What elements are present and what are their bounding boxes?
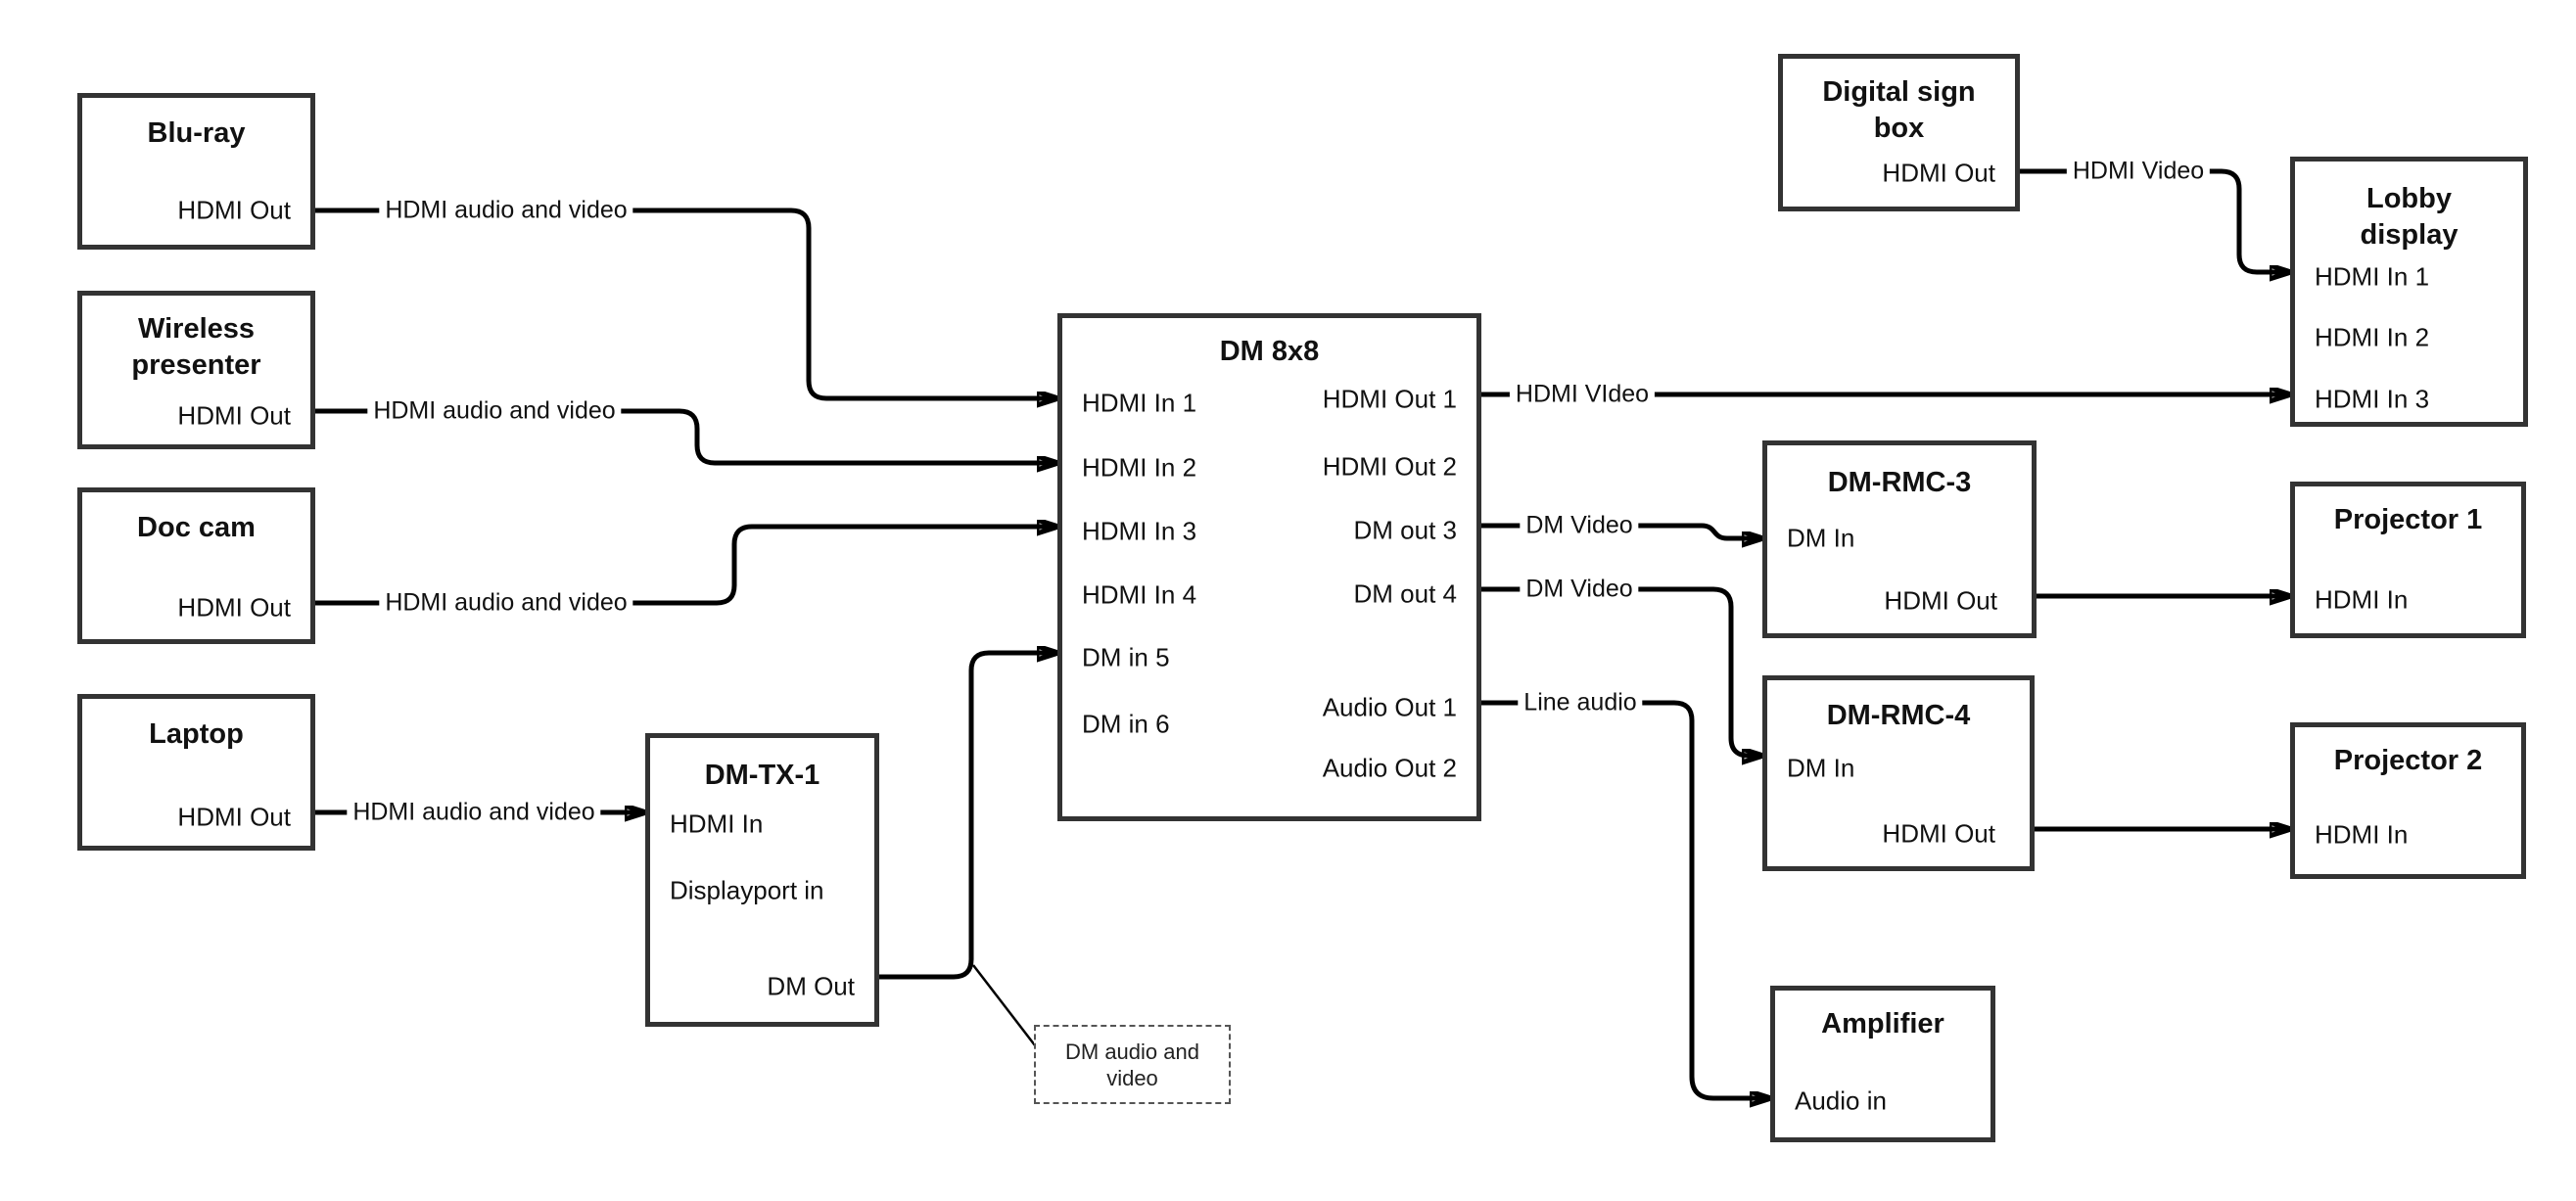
port-hdmi-in-2: HDMI In 2 xyxy=(2315,322,2430,352)
wire-doccam-to-dm8x8-in3 xyxy=(315,527,1057,606)
wire-label-hdmi-audio-video-bluray: HDMI audio and video xyxy=(379,196,633,225)
node-title: Projector 2 xyxy=(2295,743,2521,779)
node-blu-ray: Blu-ray HDMI Out xyxy=(77,93,315,250)
node-title: Doc cam xyxy=(82,510,310,546)
wire-bluray-to-dm8x8-in1 xyxy=(315,208,1057,398)
port-dm-in: DM In xyxy=(1787,523,1855,553)
wire-label-dm-video-out4: DM Video xyxy=(1520,575,1639,604)
port-displayport-in: Displayport in xyxy=(670,875,824,905)
node-dm-rmc-3: DM-RMC-3 DM In HDMI Out xyxy=(1762,440,2037,638)
node-title: Lobby display xyxy=(2295,181,2523,254)
port-hdmi-in-4: HDMI In 4 xyxy=(1082,579,1197,610)
wire-dmout4-to-rmc4 xyxy=(1481,586,1762,756)
node-title-line: Lobby xyxy=(2366,183,2452,214)
node-title-line: Doc cam xyxy=(137,512,256,543)
node-laptop: Laptop HDMI Out xyxy=(77,694,315,851)
node-title: Projector 1 xyxy=(2295,502,2521,538)
port-hdmi-in: HDMI In xyxy=(2315,584,2409,615)
node-dm-8x8: DM 8x8 HDMI In 1 HDMI In 2 HDMI In 3 HDM… xyxy=(1057,313,1481,821)
port-audio-out-2: Audio Out 2 xyxy=(1322,753,1457,783)
node-title-line: display xyxy=(2360,219,2459,251)
port-hdmi-out: HDMI Out xyxy=(1882,158,1995,188)
port-dm-out-3: DM out 3 xyxy=(1353,515,1458,545)
node-projector-2: Projector 2 HDMI In xyxy=(2290,722,2526,879)
node-dm-tx-1: DM-TX-1 HDMI In Displayport in DM Out xyxy=(645,733,879,1027)
wire-label-hdmi-audio-video-laptop: HDMI audio and video xyxy=(347,798,601,827)
node-title: Blu-ray xyxy=(82,115,310,152)
port-dm-out-4: DM out 4 xyxy=(1353,578,1458,609)
node-title-line: DM-TX-1 xyxy=(704,760,820,791)
node-title: Digital sign box xyxy=(1783,74,2015,147)
node-title-line: Amplifier xyxy=(1821,1008,1944,1039)
port-audio-in: Audio in xyxy=(1795,1086,1887,1116)
node-title: DM-RMC-3 xyxy=(1767,465,2032,501)
port-hdmi-out: HDMI Out xyxy=(177,195,291,225)
note-line: video xyxy=(1106,1065,1158,1090)
node-title: Laptop xyxy=(82,716,310,753)
node-amplifier: Amplifier Audio in xyxy=(1770,986,1995,1142)
wire-sign-to-lobby-in1 xyxy=(2020,168,2290,272)
node-title-line: DM-RMC-3 xyxy=(1827,467,1972,498)
port-dm-in-6: DM in 6 xyxy=(1082,709,1170,739)
node-title-line: Wireless xyxy=(137,313,256,345)
port-hdmi-in: HDMI In xyxy=(670,808,764,839)
node-title-line: Projector 2 xyxy=(2333,745,2483,776)
node-lobby-display: Lobby display HDMI In 1 HDMI In 2 HDMI I… xyxy=(2290,157,2528,427)
port-dm-in: DM In xyxy=(1787,753,1855,783)
node-digital-sign-box: Digital sign box HDMI Out xyxy=(1778,54,2020,211)
port-hdmi-out: HDMI Out xyxy=(1884,585,1997,616)
wire-label-hdmi-audio-video-doccam: HDMI audio and video xyxy=(379,588,633,618)
port-hdmi-out: HDMI Out xyxy=(1882,818,1995,849)
wire-label-hdmi-video-out1: HDMI VIdeo xyxy=(1509,380,1656,409)
port-hdmi-in-3: HDMI In 3 xyxy=(1082,516,1197,546)
node-title: DM-TX-1 xyxy=(650,758,874,794)
wire-dmtx1-to-dm8x8-in5 xyxy=(879,653,1057,980)
node-title-line: presenter xyxy=(131,349,261,381)
node-title: Amplifier xyxy=(1775,1006,1991,1042)
wire-label-hdmi-video-sign: HDMI Video xyxy=(2066,157,2211,186)
note-line: DM audio and xyxy=(1065,1039,1199,1064)
node-projector-1: Projector 1 HDMI In xyxy=(2290,482,2526,638)
port-hdmi-out-1: HDMI Out 1 xyxy=(1322,384,1457,414)
port-hdmi-out-2: HDMI Out 2 xyxy=(1322,451,1457,482)
node-title: Wireless presenter xyxy=(82,311,310,384)
node-dm-rmc-4: DM-RMC-4 DM In HDMI Out xyxy=(1762,675,2035,871)
port-audio-out-1: Audio Out 1 xyxy=(1322,692,1457,722)
wire-label-hdmi-audio-video-wireless: HDMI audio and video xyxy=(367,396,622,426)
port-hdmi-in: HDMI In xyxy=(2315,819,2409,850)
leader-line-dm-audio-video-note xyxy=(972,964,1036,1046)
wire-wireless-to-dm8x8-in2 xyxy=(315,408,1057,463)
wire-dmout3-to-rmc3 xyxy=(1481,523,1762,538)
port-hdmi-out: HDMI Out xyxy=(177,400,291,431)
port-dm-out: DM Out xyxy=(767,971,855,1001)
node-title-line: box xyxy=(1873,113,1925,144)
port-hdmi-out: HDMI Out xyxy=(177,592,291,623)
node-title-line: DM 8x8 xyxy=(1219,336,1320,367)
node-title: DM 8x8 xyxy=(1062,334,1476,370)
node-title-line: Projector 1 xyxy=(2333,504,2483,535)
port-hdmi-in-1: HDMI In 1 xyxy=(1082,388,1197,418)
port-hdmi-out: HDMI Out xyxy=(177,802,291,832)
node-title-line: DM-RMC-4 xyxy=(1826,700,1971,731)
wire-label-dm-video-out3: DM Video xyxy=(1520,511,1639,540)
port-dm-in-5: DM in 5 xyxy=(1082,642,1170,672)
port-hdmi-in-2: HDMI In 2 xyxy=(1082,452,1197,483)
port-hdmi-in-3: HDMI In 3 xyxy=(2315,384,2430,414)
wire-audioout1-to-amplifier xyxy=(1481,700,1770,1098)
node-title-line: Laptop xyxy=(149,718,244,750)
port-hdmi-in-1: HDMI In 1 xyxy=(2315,261,2430,292)
node-title-line: Blu-ray xyxy=(147,117,246,149)
node-doc-cam: Doc cam HDMI Out xyxy=(77,487,315,644)
node-wireless-presenter: Wireless presenter HDMI Out xyxy=(77,291,315,449)
note-dm-audio-and-video: DM audio and video xyxy=(1034,1025,1231,1104)
node-title-line: Digital sign xyxy=(1822,76,1976,108)
node-title: DM-RMC-4 xyxy=(1767,698,2030,734)
wire-label-line-audio: Line audio xyxy=(1518,688,1643,717)
